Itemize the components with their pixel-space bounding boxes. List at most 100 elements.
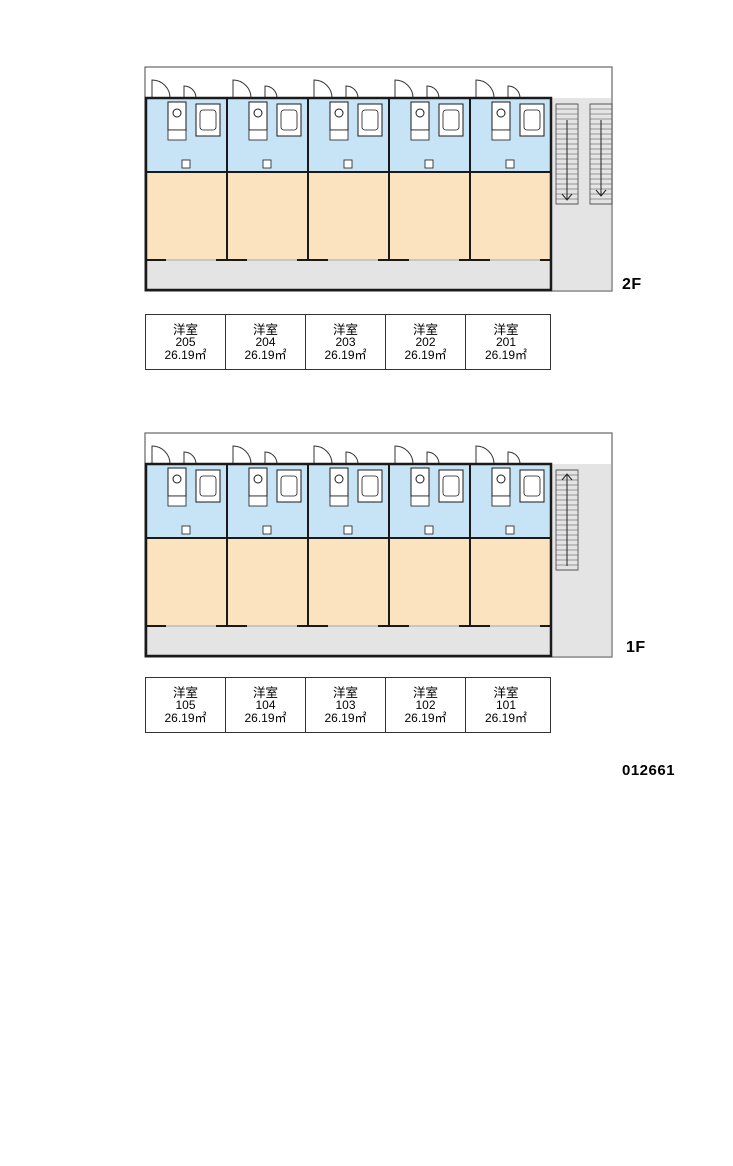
- room-type: 洋室: [493, 322, 519, 337]
- main-room: [227, 172, 308, 260]
- washbasin: [491, 467, 511, 497]
- room-number: 104: [255, 698, 276, 712]
- stove: [491, 495, 511, 507]
- sink-bowl: [172, 108, 182, 118]
- entry-door: [313, 79, 333, 99]
- main-room: [470, 538, 551, 626]
- entry-door: [151, 79, 171, 99]
- room-type: 洋室: [252, 685, 278, 700]
- unit-table-2f: 洋室 205 26.19㎡ 洋室 204 26.19㎡ 洋室 203 26.19…: [145, 314, 551, 370]
- property-code: 012661: [622, 762, 676, 779]
- washer-space: [343, 525, 353, 535]
- floor-label-1f: 1F: [626, 639, 646, 656]
- washer-space: [262, 525, 272, 535]
- closet-door: [264, 451, 278, 465]
- washbasin: [410, 101, 430, 131]
- room-number: 102: [415, 698, 436, 712]
- balcony: [389, 260, 470, 290]
- room-area: 26.19㎡: [324, 711, 367, 725]
- balcony: [389, 626, 470, 656]
- bathtub: [523, 109, 541, 131]
- entry-door: [394, 445, 414, 465]
- washer-space: [343, 159, 353, 169]
- bathtub: [199, 109, 217, 131]
- unit-cell[interactable]: 洋室 101 26.19㎡: [466, 678, 546, 732]
- room-area: 26.19㎡: [164, 348, 207, 362]
- stair-flight: [555, 469, 579, 571]
- unit-table-1f: 洋室 105 26.19㎡ 洋室 104 26.19㎡ 洋室 103 26.19…: [145, 677, 551, 733]
- unit-cell[interactable]: 洋室 105 26.19㎡: [146, 678, 226, 732]
- main-room: [227, 538, 308, 626]
- entry-walkway: [146, 68, 551, 98]
- sink-bowl: [253, 474, 263, 484]
- room-number: 204: [255, 335, 276, 349]
- entry-door: [232, 445, 252, 465]
- room-area: 26.19㎡: [404, 348, 447, 362]
- sink-bowl: [334, 108, 344, 118]
- main-room: [389, 172, 470, 260]
- bathtub: [280, 475, 298, 497]
- unit-cell[interactable]: 洋室 104 26.19㎡: [226, 678, 306, 732]
- balcony: [470, 260, 551, 290]
- entry-door: [394, 79, 414, 99]
- stove: [167, 495, 187, 507]
- entry-walkway: [146, 434, 551, 464]
- balcony: [227, 260, 308, 290]
- entry-door: [232, 79, 252, 99]
- bathtub: [361, 475, 379, 497]
- balcony: [470, 626, 551, 656]
- stair-arrow-up: [561, 473, 573, 566]
- washbasin: [167, 101, 187, 131]
- washbasin: [248, 467, 268, 497]
- entry-door: [475, 79, 495, 99]
- sink-bowl: [496, 474, 506, 484]
- main-room: [146, 172, 227, 260]
- room-type: 洋室: [412, 322, 438, 337]
- balcony: [308, 626, 389, 656]
- room-type: 洋室: [172, 322, 198, 337]
- unit-cell[interactable]: 洋室 102 26.19㎡: [386, 678, 466, 732]
- washer-space: [181, 159, 191, 169]
- stove: [248, 495, 268, 507]
- stair-flight: [589, 103, 613, 205]
- unit-cell[interactable]: 洋室 202 26.19㎡: [386, 315, 466, 369]
- stove: [410, 129, 430, 141]
- main-room: [389, 538, 470, 626]
- sink-bowl: [253, 108, 263, 118]
- unit-cell[interactable]: 洋室 201 26.19㎡: [466, 315, 546, 369]
- washbasin: [167, 467, 187, 497]
- stove: [410, 495, 430, 507]
- room-number: 202: [415, 335, 436, 349]
- washer-space: [424, 525, 434, 535]
- bathtub: [523, 475, 541, 497]
- room-area: 26.19㎡: [484, 348, 528, 362]
- closet-door: [183, 451, 197, 465]
- main-room: [308, 538, 389, 626]
- stove: [167, 129, 187, 141]
- washer-space: [505, 525, 515, 535]
- stair-flight: [555, 103, 579, 205]
- building-wall: [144, 462, 553, 658]
- room-type: 洋室: [493, 685, 519, 700]
- unit-cell[interactable]: 洋室 203 26.19㎡: [306, 315, 386, 369]
- washbasin: [329, 467, 349, 497]
- main-room: [308, 172, 389, 260]
- floor-label-2f: 2F: [622, 276, 642, 293]
- closet-door: [345, 451, 359, 465]
- room-number: 103: [335, 698, 356, 712]
- room-area: 26.19㎡: [244, 348, 287, 362]
- unit-cell[interactable]: 洋室 204 26.19㎡: [226, 315, 306, 369]
- sink-bowl: [415, 108, 425, 118]
- stove: [329, 495, 349, 507]
- stove: [248, 129, 268, 141]
- room-type: 洋室: [412, 685, 438, 700]
- closet-door: [183, 85, 197, 99]
- room-area: 26.19㎡: [404, 711, 447, 725]
- room-number: 203: [335, 335, 356, 349]
- washer-space: [181, 525, 191, 535]
- closet-door: [426, 451, 440, 465]
- unit-cell[interactable]: 洋室 103 26.19㎡: [306, 678, 386, 732]
- room-type: 洋室: [172, 685, 198, 700]
- sink-bowl: [172, 474, 182, 484]
- unit-cell[interactable]: 洋室 205 26.19㎡: [146, 315, 226, 369]
